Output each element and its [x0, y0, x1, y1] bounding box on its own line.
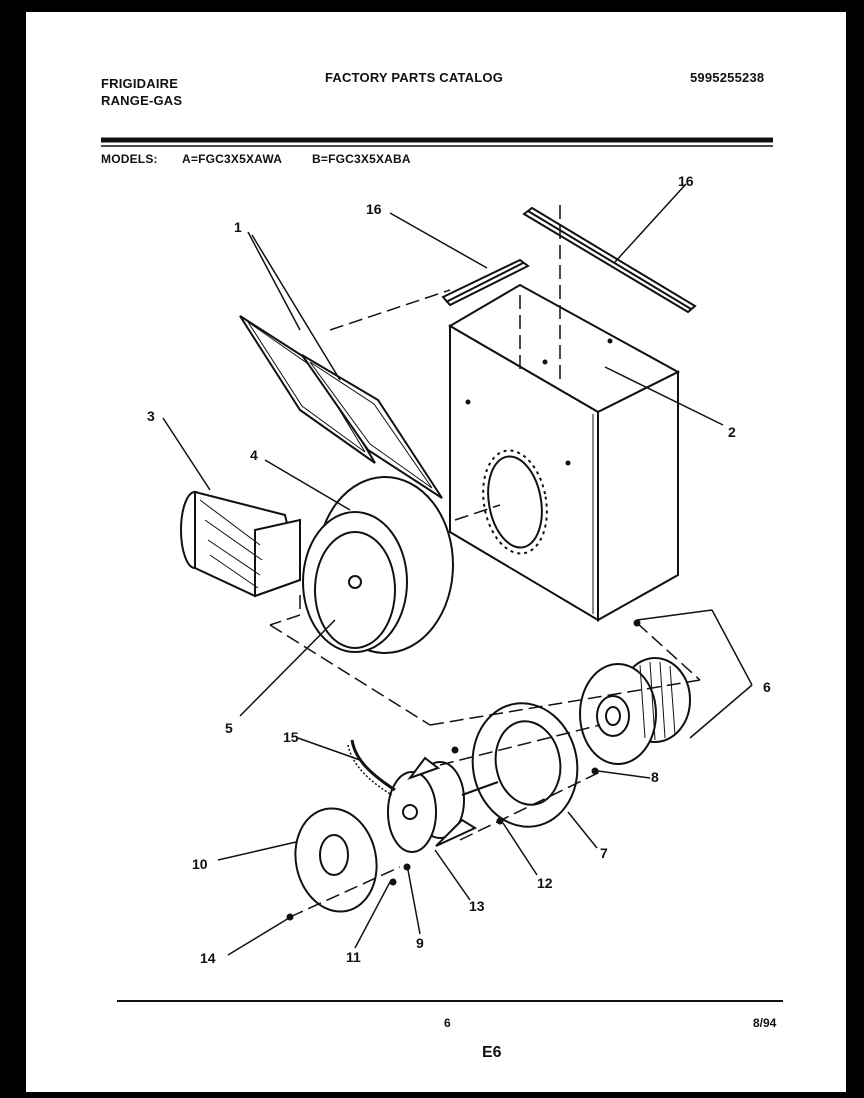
callout-4: 4	[250, 447, 258, 463]
product-type: RANGE-GAS	[101, 93, 183, 108]
callout-6: 6	[763, 679, 771, 695]
callout-15: 15	[283, 729, 299, 745]
callout-9: 9	[416, 935, 424, 951]
callout-12: 12	[537, 875, 553, 891]
callout-16-right: 16	[678, 173, 694, 189]
part-16-rail-left	[441, 258, 530, 307]
callout-11: 11	[346, 949, 361, 965]
part-4-blower-housing	[302, 476, 454, 654]
catalog-number: 5995255238	[690, 70, 765, 85]
callout-3: 3	[147, 408, 155, 424]
part-1-panel-right	[301, 354, 443, 499]
revision-date: 8/94	[753, 1016, 777, 1030]
assembly-lines	[269, 205, 701, 918]
leader-lines	[162, 183, 753, 956]
callout-16-left: 16	[366, 201, 382, 217]
part-2-cabinet-box	[448, 283, 681, 622]
header-rule	[101, 137, 773, 147]
part-13-motor	[387, 756, 499, 853]
models-label: MODELS:	[101, 152, 158, 166]
part-1-panel-left	[239, 315, 376, 464]
callout-8: 8	[651, 769, 659, 785]
part-10-cover-plate	[294, 807, 378, 913]
part-16-rail-right	[522, 206, 697, 314]
model-b: B=FGC3X5XABA	[312, 152, 411, 166]
part-6-blower-wheel	[579, 657, 691, 765]
catalog-title: FACTORY PARTS CATALOG	[325, 70, 504, 85]
part-15-wire-harness	[347, 739, 396, 796]
callout-7: 7	[600, 845, 608, 861]
section-code: E6	[482, 1044, 502, 1061]
callout-2: 2	[728, 424, 736, 440]
callout-14: 14	[200, 950, 216, 966]
page-number: 6	[444, 1016, 451, 1030]
model-a: A=FGC3X5XAWA	[182, 152, 283, 166]
brand-name: FRIGIDAIRE	[101, 76, 179, 91]
callout-5: 5	[225, 720, 233, 736]
callout-13: 13	[469, 898, 485, 914]
callout-labels: 1 2 3 4 5 6 7 8 9 10 11 12 13 14 15 16 1…	[147, 173, 771, 966]
callout-10: 10	[192, 856, 208, 872]
callout-1: 1	[234, 219, 242, 235]
part-3-duct	[180, 490, 302, 598]
